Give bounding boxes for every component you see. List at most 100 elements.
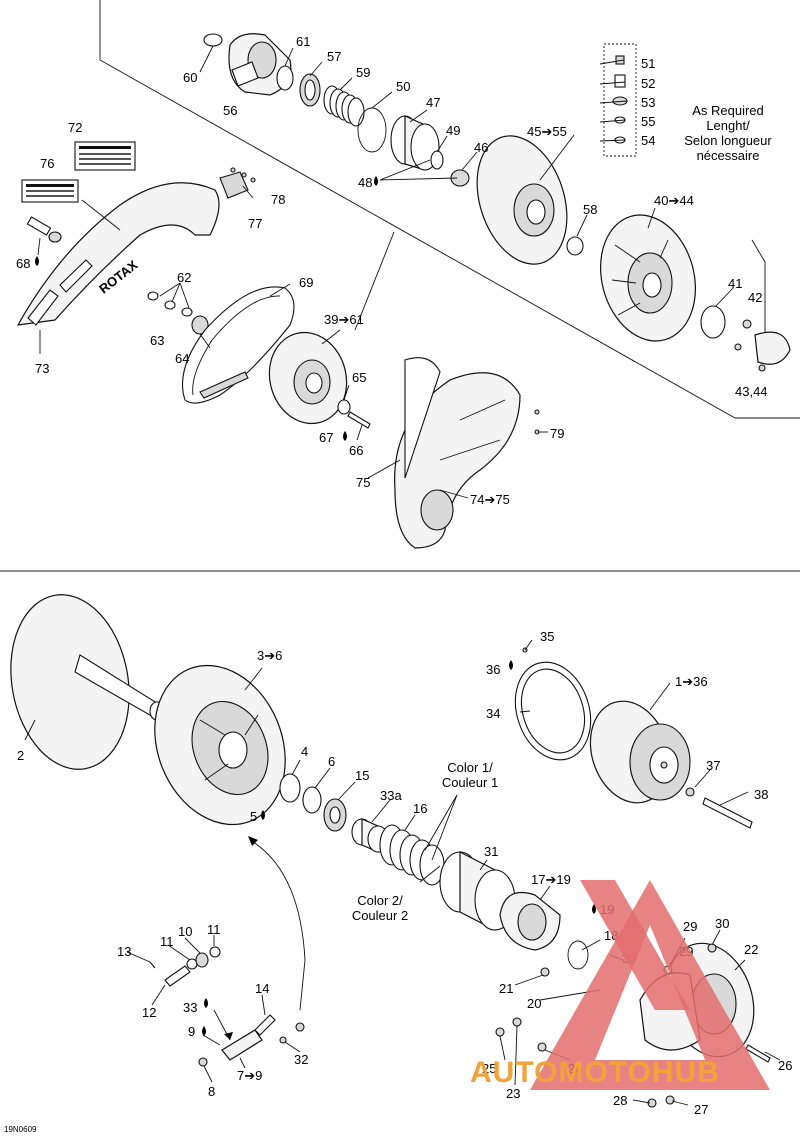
label-27: 27 — [694, 1102, 708, 1117]
color1-line-1: Color 1/ — [447, 760, 493, 775]
top-part-labels: 60 61 57 59 50 47 49 46 56 48 45➔55 51 5… — [16, 34, 768, 507]
label-66: 66 — [349, 443, 363, 458]
note-line-3: Selon longueur — [684, 133, 772, 148]
part-23-nut — [495, 1027, 505, 1037]
bottom-part-labels: 35 36 34 1➔36 37 38 2 3➔6 4 6 15 5 33a 1… — [17, 629, 792, 1117]
part-13-pin — [149, 961, 156, 969]
part-58-washer — [566, 236, 584, 256]
part-73-belt-guard — [16, 182, 220, 326]
label-7-9: 7➔9 — [237, 1068, 262, 1083]
label-25: 25 — [482, 1061, 496, 1076]
label-79: 79 — [550, 426, 564, 441]
adhesive-drop-icons — [35, 176, 596, 1036]
part-37-washer — [685, 787, 695, 797]
part-47-sleeve — [390, 115, 440, 171]
label-56: 56 — [223, 103, 237, 118]
watermark-logo — [530, 880, 770, 1090]
label-33a: 33a — [380, 788, 402, 803]
label-74-75: 74➔75 — [470, 492, 510, 507]
label-11b: 11 — [207, 922, 221, 937]
part-3-movable-sheave — [154, 664, 286, 826]
label-42: 42 — [748, 290, 762, 305]
label-31: 31 — [484, 844, 498, 859]
label-55: 55 — [641, 114, 655, 129]
label-41: 41 — [728, 276, 742, 291]
part-41-clip — [700, 305, 726, 339]
part-39-drive-pulley — [268, 331, 348, 425]
label-48: 48 — [358, 175, 372, 190]
color-notes: Color 1/ Couleur 1 Color 2/ Couleur 2 — [352, 760, 498, 923]
part-62-washer — [147, 291, 159, 301]
label-77: 77 — [248, 216, 262, 231]
label-26: 26 — [778, 1058, 792, 1073]
assembly-arrow — [249, 839, 306, 1011]
color2-line-1: Color 2/ — [357, 893, 403, 908]
part-7-lever — [221, 1029, 263, 1061]
hardware-stack — [612, 55, 628, 144]
part-38-bolt — [702, 797, 753, 829]
part-40-fixed-sheave — [599, 214, 697, 342]
guide-line-diagonal — [99, 59, 736, 419]
part-72-decal — [74, 141, 136, 171]
part-16-spring — [379, 824, 445, 886]
label-54: 54 — [641, 133, 655, 148]
label-64: 64 — [175, 351, 189, 366]
color1-line-2: Couleur 1 — [442, 775, 498, 790]
label-78: 78 — [271, 192, 285, 207]
part-31-sleeve — [439, 851, 516, 931]
label-47: 47 — [426, 95, 440, 110]
part-56-cam — [228, 33, 292, 96]
part-10-roller — [195, 952, 209, 968]
label-62: 62 — [177, 270, 191, 285]
label-50: 50 — [396, 79, 410, 94]
note-line-4: nécessaire — [697, 148, 760, 163]
label-45-55: 45➔55 — [527, 124, 567, 139]
label-49: 49 — [446, 123, 460, 138]
label-51: 51 — [641, 56, 655, 71]
label-11a: 11 — [160, 934, 174, 949]
label-61: 61 — [296, 34, 310, 49]
label-13: 13 — [117, 944, 131, 959]
label-10: 10 — [178, 924, 192, 939]
part-60-ring — [203, 33, 223, 47]
part-66-bolt — [347, 411, 371, 429]
part-2-fixed-sheave — [10, 594, 165, 770]
label-52: 52 — [641, 76, 655, 91]
part-42-nut — [742, 319, 752, 329]
part-68-bolt — [26, 216, 62, 243]
part-8-nut — [198, 1057, 208, 1067]
label-5: 5 — [250, 809, 257, 824]
part-79-pin — [534, 409, 540, 415]
label-69: 69 — [299, 275, 313, 290]
part-17-spider — [499, 891, 561, 951]
part-59-spring — [323, 85, 365, 127]
label-34: 34 — [486, 706, 500, 721]
label-17-19: 17➔19 — [531, 872, 571, 887]
part-50-oring — [357, 107, 387, 153]
label-1-36: 1➔36 — [675, 674, 708, 689]
label-15: 15 — [355, 768, 369, 783]
label-29b: 29 — [683, 919, 697, 934]
label-8: 8 — [208, 1084, 215, 1099]
label-67: 67 — [319, 430, 333, 445]
label-57: 57 — [327, 49, 341, 64]
part-65-washer — [337, 399, 351, 415]
note-leader — [751, 239, 766, 338]
part-34-gasket — [514, 661, 592, 761]
part-26-bolt — [745, 1044, 771, 1063]
label-28: 28 — [613, 1093, 627, 1108]
part-6-ring — [302, 786, 322, 814]
part-61-ring — [276, 65, 294, 91]
label-58: 58 — [583, 202, 597, 217]
label-53: 53 — [641, 95, 655, 110]
label-36: 36 — [486, 662, 500, 677]
note-line-1: As Required — [692, 103, 764, 118]
part-1-drive-clutch — [589, 700, 691, 804]
label-72: 72 — [68, 120, 82, 135]
label-75: 75 — [356, 475, 370, 490]
label-14: 14 — [255, 981, 269, 996]
hardware-stack-box — [603, 43, 637, 157]
part-63-washer — [181, 307, 193, 317]
label-60: 60 — [183, 70, 197, 85]
